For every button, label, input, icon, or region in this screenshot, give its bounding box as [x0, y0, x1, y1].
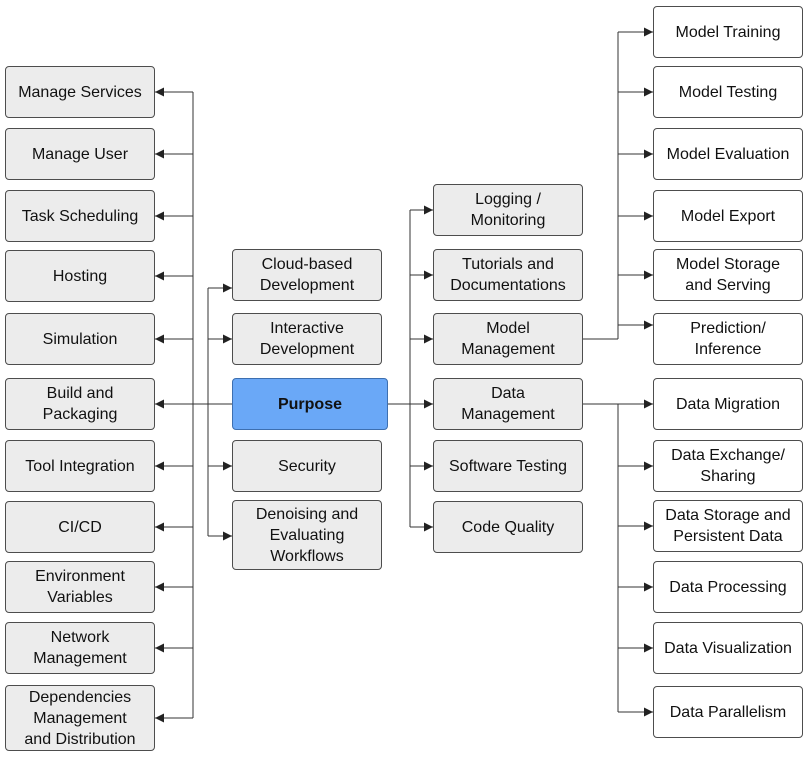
- node-build-packaging: Build and Packaging: [5, 378, 155, 430]
- node-data-parallelism: Data Parallelism: [653, 686, 803, 738]
- node-label: Data Migration: [675, 395, 781, 413]
- node-data-processing: Data Processing: [653, 561, 803, 613]
- node-label: Simulation: [42, 330, 118, 348]
- node-label: Build and Packaging: [42, 385, 118, 423]
- node-label: Environment Variables: [35, 568, 125, 606]
- node-label: Model Management: [461, 320, 555, 358]
- node-label: Hosting: [52, 267, 108, 285]
- node-model-evaluation: Model Evaluation: [653, 128, 803, 180]
- node-label: Manage User: [31, 145, 129, 163]
- node-data-storage-persistent: Data Storage and Persistent Data: [653, 500, 803, 552]
- node-label: Model Testing: [678, 83, 778, 101]
- node-model-export: Model Export: [653, 190, 803, 242]
- node-cloud-based-development: Cloud-based Development: [232, 249, 382, 301]
- node-dependencies-management: Dependencies Management and Distribution: [5, 685, 155, 751]
- node-label: Data Exchange/ Sharing: [671, 447, 785, 485]
- node-data-management: Data Management: [433, 378, 583, 430]
- node-label: Data Parallelism: [669, 703, 787, 721]
- node-label: Model Storage and Serving: [675, 256, 781, 294]
- node-interactive-development: Interactive Development: [232, 313, 382, 365]
- root-label: Purpose: [277, 395, 342, 413]
- node-label: Logging / Monitoring: [470, 191, 546, 229]
- node-data-exchange-sharing: Data Exchange/ Sharing: [653, 440, 803, 492]
- node-label: Dependencies Management and Distribution: [24, 688, 136, 748]
- node-label: Data Processing: [669, 578, 787, 596]
- node-model-training: Model Training: [653, 6, 803, 58]
- node-label: Software Testing: [449, 457, 567, 475]
- node-label: Security: [278, 457, 336, 475]
- node-label: Tutorials and Documentations: [450, 256, 566, 294]
- node-model-management: Model Management: [433, 313, 583, 365]
- node-environment-variables: Environment Variables: [5, 561, 155, 613]
- node-logging-monitoring: Logging / Monitoring: [433, 184, 583, 236]
- node-code-quality: Code Quality: [433, 501, 583, 553]
- node-software-testing: Software Testing: [433, 440, 583, 492]
- node-tutorials-documentations: Tutorials and Documentations: [433, 249, 583, 301]
- node-label: Interactive Development: [259, 320, 355, 358]
- node-label: Network Management: [33, 629, 127, 667]
- node-manage-services: Manage Services: [5, 66, 155, 118]
- root-node: Purpose: [232, 378, 388, 430]
- node-label: Cloud-based Development: [259, 256, 355, 294]
- node-label: Data Visualization: [664, 639, 792, 657]
- node-label: Denoising and Evaluating Workflows: [255, 505, 359, 565]
- node-label: CI/CD: [58, 518, 102, 536]
- node-label: Prediction/ Inference: [690, 320, 766, 358]
- node-simulation: Simulation: [5, 313, 155, 365]
- node-label: Task Scheduling: [21, 207, 139, 225]
- node-data-visualization: Data Visualization: [653, 622, 803, 674]
- node-security: Security: [232, 440, 382, 492]
- node-label: Model Export: [680, 207, 776, 225]
- node-label: Model Evaluation: [666, 145, 790, 163]
- node-model-testing: Model Testing: [653, 66, 803, 118]
- node-label: Model Training: [675, 23, 781, 41]
- node-label: Tool Integration: [25, 457, 135, 475]
- node-data-migration: Data Migration: [653, 378, 803, 430]
- node-denoising-evaluating: Denoising and Evaluating Workflows: [232, 500, 382, 570]
- node-label: Manage Services: [18, 83, 142, 101]
- node-tool-integration: Tool Integration: [5, 440, 155, 492]
- node-label: Data Management: [461, 385, 555, 423]
- node-label: Code Quality: [461, 518, 555, 536]
- node-hosting: Hosting: [5, 250, 155, 302]
- node-label: Data Storage and Persistent Data: [665, 507, 791, 545]
- node-prediction-inference: Prediction/ Inference: [653, 313, 803, 365]
- node-ci-cd: CI/CD: [5, 501, 155, 553]
- node-manage-user: Manage User: [5, 128, 155, 180]
- node-task-scheduling: Task Scheduling: [5, 190, 155, 242]
- node-model-storage-serving: Model Storage and Serving: [653, 249, 803, 301]
- node-network-management: Network Management: [5, 622, 155, 674]
